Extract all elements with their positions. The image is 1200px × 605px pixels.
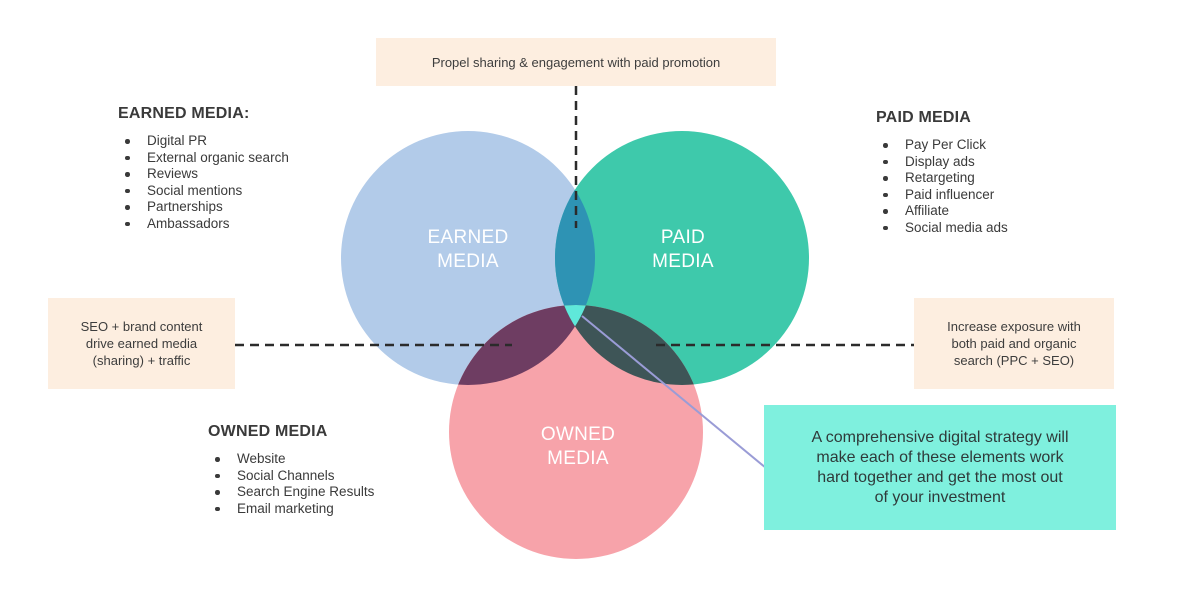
callout-left-line: SEO + brand content bbox=[80, 319, 203, 334]
callout-left-line: drive earned media bbox=[85, 336, 198, 351]
list-item: Social mentions bbox=[125, 183, 289, 200]
list-item: Pay Per Click bbox=[883, 137, 1008, 154]
earned-label-line: MEDIA bbox=[437, 251, 499, 272]
owned-media-heading: OWNED MEDIA bbox=[208, 423, 328, 440]
paid-media-circle-label: PAID MEDIA bbox=[613, 226, 753, 274]
list-item: Website bbox=[214, 451, 374, 468]
paid-label-line: MEDIA bbox=[652, 251, 714, 272]
list-item: Social Channels bbox=[214, 468, 374, 485]
list-item: Digital PR bbox=[125, 133, 289, 150]
owned-media-list: OWNED MEDIA Website Social Channels Sear… bbox=[208, 423, 374, 517]
strategy-note-box: A comprehensive digital strategy will ma… bbox=[764, 405, 1116, 530]
earned-media-heading: EARNED MEDIA: bbox=[118, 105, 250, 122]
owned-media-circle-label: OWNED MEDIA bbox=[508, 423, 648, 471]
list-item: Reviews bbox=[125, 166, 289, 183]
strategy-note-line: make each of these elements work bbox=[816, 448, 1064, 466]
callout-increase-exposure: Increase exposure with both paid and org… bbox=[914, 298, 1114, 389]
list-item: Affiliate bbox=[883, 203, 1008, 220]
paid-label-line: PAID bbox=[660, 227, 706, 248]
strategy-note-line: hard together and get the most out bbox=[817, 468, 1063, 486]
paid-media-heading: PAID MEDIA bbox=[876, 109, 972, 126]
paid-media-list: PAID MEDIA Pay Per Click Display ads Ret… bbox=[876, 109, 1008, 236]
callout-paid-promotion: Propel sharing & engagement with paid pr… bbox=[376, 38, 776, 86]
callout-top-text: Propel sharing & engagement with paid pr… bbox=[431, 54, 721, 70]
callout-seo-brand-content: SEO + brand content drive earned media (… bbox=[48, 298, 235, 389]
owned-label-line: MEDIA bbox=[547, 448, 609, 469]
callout-right-line: search (PPC + SEO) bbox=[953, 353, 1075, 368]
list-item: Retargeting bbox=[883, 170, 1008, 187]
strategy-pointer-line bbox=[581, 315, 767, 469]
list-item: Paid influencer bbox=[883, 187, 1008, 204]
list-item: Partnerships bbox=[125, 199, 289, 216]
strategy-note-line: A comprehensive digital strategy will bbox=[811, 428, 1069, 446]
owned-label-line: OWNED bbox=[540, 424, 616, 445]
list-item: Search Engine Results bbox=[214, 484, 375, 499]
list-item: Display ads bbox=[883, 154, 1008, 171]
list-item: Ambassadors bbox=[125, 216, 289, 233]
earned-label-line: EARNED bbox=[427, 227, 509, 248]
callout-right-line: Increase exposure with bbox=[947, 319, 1081, 334]
paid-owned-overlap bbox=[555, 305, 703, 385]
earned-media-list: EARNED MEDIA: Digital PR External organi… bbox=[118, 105, 289, 232]
earned-media-circle-label: EARNED MEDIA bbox=[398, 226, 538, 274]
list-item: Email marketing bbox=[214, 501, 374, 518]
list-item: External organic search bbox=[125, 149, 289, 165]
earned-owned-overlap bbox=[449, 305, 595, 385]
strategy-note-line: of your investment bbox=[874, 488, 1006, 506]
list-item: Social media ads bbox=[883, 219, 1008, 235]
callout-right-line: both paid and organic bbox=[951, 336, 1077, 351]
callout-left-line: (sharing) + traffic bbox=[92, 353, 191, 368]
